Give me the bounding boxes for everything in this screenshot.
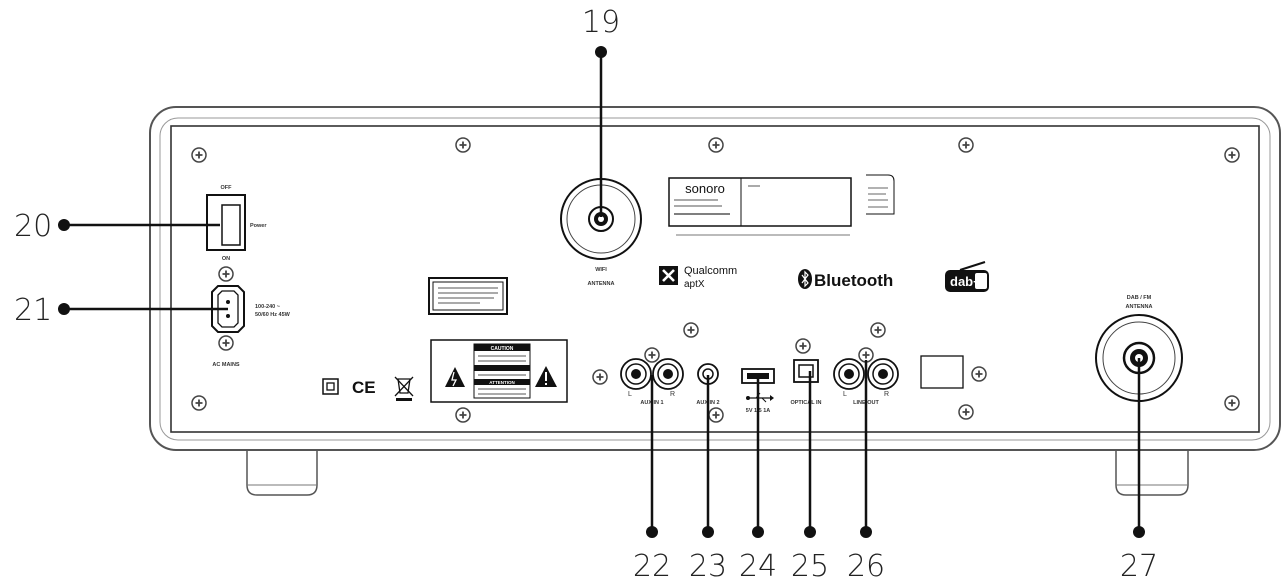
ce-mark: CE <box>352 378 376 397</box>
aux-in1-right-label: R <box>670 391 675 398</box>
line-out-rca-jacks: L R LINE OUT <box>833 347 899 406</box>
switch-on-label: ON <box>222 256 230 262</box>
feet <box>246 448 1189 496</box>
callout-19: 19 <box>582 5 620 40</box>
bluetooth-logo: Bluetooth <box>798 269 893 290</box>
sonoro-logo: sonoro <box>685 181 725 196</box>
warning-left-icon <box>445 367 465 387</box>
voltage-line2: 50/60 Hz 45W <box>255 312 291 318</box>
callout-20: 20 <box>14 209 52 244</box>
wifi-antenna-label: ANTENNA <box>588 281 615 287</box>
qualcomm-text: Qualcomm <box>684 265 737 277</box>
left-foot <box>246 448 318 496</box>
aptx-text: aptX <box>684 279 705 290</box>
caution-title: CAUTION <box>491 346 514 352</box>
power-switch[interactable]: OFF ON Power <box>206 185 267 262</box>
ac-mains-label: AC MAINS <box>212 362 240 368</box>
callout-24: 24 <box>739 549 777 584</box>
dab-fm-label: DAB / FM <box>1127 295 1152 301</box>
callout-21: 21 <box>14 293 52 328</box>
line-out-right-label: R <box>884 391 889 398</box>
weee-bin-icon <box>394 376 414 401</box>
callout-25: 25 <box>791 549 829 584</box>
laser-class-label <box>428 277 508 315</box>
warning-label: CAUTION ATTENTION <box>430 339 568 403</box>
dab-plus-text: dab+ <box>950 274 981 289</box>
optical-label: OPTICAL IN <box>790 400 821 406</box>
attention-title: ATTENTION <box>489 380 514 385</box>
wifi-antenna-connector: WIFI ANTENNA <box>560 178 642 287</box>
wifi-label: WIFI <box>595 267 607 273</box>
product-info-label: sonoro <box>668 174 895 236</box>
aux-in-1-rca-jacks: L R AUX IN 1 <box>620 347 684 406</box>
blank-plate <box>920 355 964 389</box>
voltage-line1: 100-240 ~ <box>255 304 280 310</box>
dab-fm-antenna-label: ANTENNA <box>1126 304 1153 310</box>
compliance-marks: CE <box>322 376 414 401</box>
line-out-left-label: L <box>843 391 847 398</box>
callout-23: 23 <box>689 549 727 584</box>
dab-plus-logo: dab+ <box>945 261 989 292</box>
callout-lines <box>58 46 1145 538</box>
qualcomm-aptx-logo: Qualcomm aptX <box>659 265 737 290</box>
switch-off-label: OFF <box>221 185 233 191</box>
callout-27: 27 <box>1120 549 1158 584</box>
aux-in1-left-label: L <box>628 391 632 398</box>
callout-26: 26 <box>847 549 885 584</box>
right-foot <box>1115 448 1189 496</box>
power-label: Power <box>250 223 267 229</box>
callout-22: 22 <box>633 549 671 584</box>
callout-numbers: 19 20 21 22 23 24 25 26 27 <box>14 5 1158 584</box>
bluetooth-text: Bluetooth <box>814 271 893 290</box>
